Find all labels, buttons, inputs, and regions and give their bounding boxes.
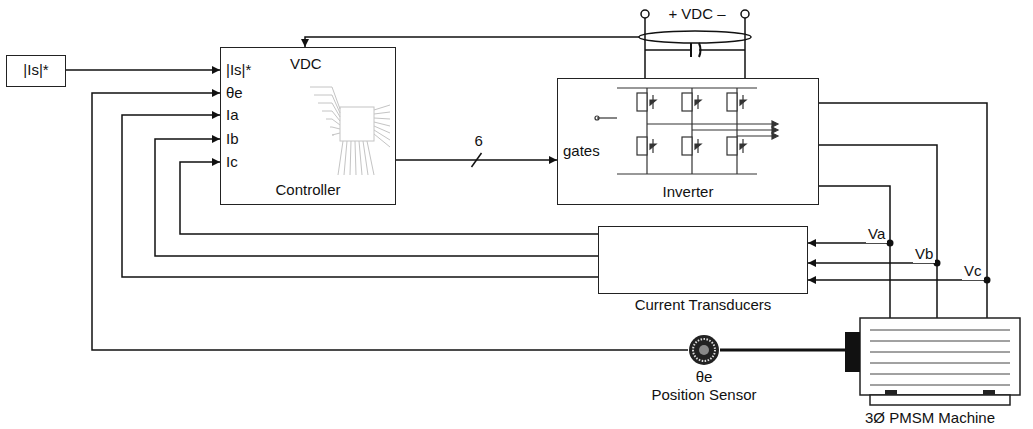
phase-voltage-label: Vc [962, 262, 984, 280]
node-text: θe [640, 368, 768, 386]
signal-connector [819, 145, 937, 318]
node-text: Ic [226, 153, 238, 171]
signal-connector [819, 186, 890, 318]
position-sensor: θePosition Sensor [640, 334, 768, 406]
node-text: gates [563, 142, 600, 160]
node-text: Ia [226, 106, 239, 124]
bus-slash [472, 153, 482, 167]
dc-supply-label: + VDC – [655, 5, 739, 23]
inverter-box: gatesInverter [557, 78, 819, 205]
reference-input-box: |Is|* [6, 55, 66, 87]
bus-width-label: 6 [473, 132, 485, 150]
node-text: Controller [220, 181, 396, 199]
node-text: Current Transducers [598, 296, 808, 314]
node-text: |Is|* [6, 61, 66, 79]
node-text: 3Ø PMSM Machine [830, 409, 1030, 427]
phase-voltage-label: Va [866, 225, 887, 243]
node-text: Ib [226, 130, 239, 148]
pmsm-machine: 3Ø PMSM Machine [830, 300, 1030, 429]
signal-connector [66, 69, 220, 71]
box-outline [598, 226, 808, 294]
node-text: Inverter [557, 183, 819, 201]
node-text: VDC [290, 55, 322, 73]
encoder-disc [688, 334, 720, 366]
machine-frame [860, 318, 1020, 395]
node-text: Position Sensor [640, 386, 768, 404]
signal-connector [819, 103, 987, 318]
controller-box: VDC |Is|* θeIaIbIcController [220, 47, 396, 205]
current-transducer-box: Current Transducers [598, 226, 808, 316]
node-text: |Is|* [226, 61, 251, 79]
phase-voltage-label: Vb [913, 245, 935, 263]
node-text: θe [226, 84, 243, 102]
machine-drawing [830, 300, 1030, 408]
